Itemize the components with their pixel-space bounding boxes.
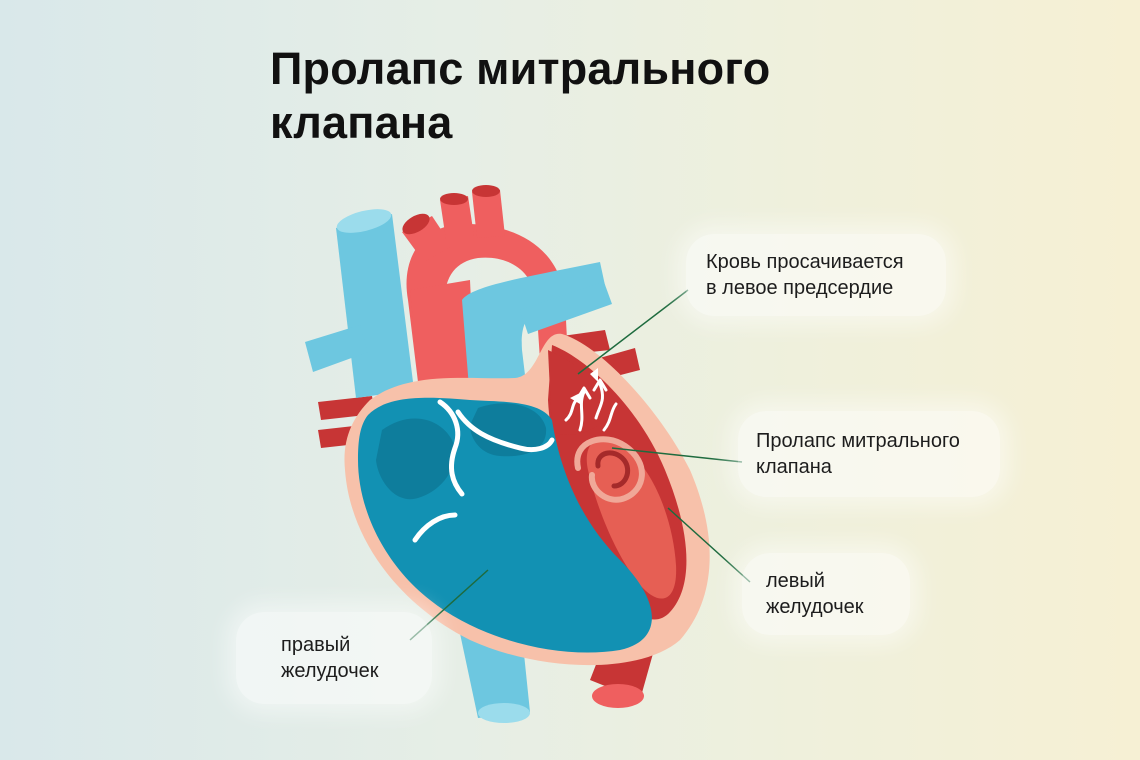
left-brachiocephalic-vein: [305, 325, 368, 372]
mitral-valve-inner: [595, 450, 631, 489]
page-title: Пролапс митрального клапана: [270, 42, 890, 150]
right-ventricle-shade: [376, 418, 455, 500]
left-ventricle-inner: [586, 440, 677, 599]
callout-left-ventricle-line-2: желудочек: [766, 596, 864, 618]
leader-line-left-ventricle: [667, 507, 751, 583]
leak-arrow-right: [590, 368, 598, 382]
callout-blood-leak: Кровь просачивается в левое предсердие: [686, 234, 946, 316]
right-atrium-shade: [470, 403, 547, 457]
inferior-vena-cava-end: [478, 703, 530, 723]
aortic-branch-3: [472, 190, 505, 238]
callout-right-ventricle-line-1: правый: [281, 634, 351, 656]
pulmonary-artery-branch: [520, 282, 612, 334]
aortic-branch-3-end: [472, 185, 500, 197]
leader-line-prolapse: [611, 447, 743, 463]
callout-prolapse-line-2: клапана: [756, 456, 832, 478]
tricuspid-chordae: [412, 399, 555, 543]
aorta-body: [410, 280, 475, 392]
callout-right-ventricle-line-2: желудочек: [281, 660, 379, 682]
callout-blood-leak-line-1: Кровь просачивается: [706, 251, 904, 273]
callout-left-ventricle-line-1: левый: [766, 570, 825, 592]
leak-arrow-left: [570, 392, 582, 404]
aortic-branch-2-end: [440, 193, 468, 205]
callout-mitral-prolapse: Пролапс митрального клапана: [738, 411, 1000, 497]
superior-vena-cava: [336, 214, 414, 398]
title-line-2: клапана: [270, 97, 453, 148]
callout-prolapse-line-1: Пролапс митрального: [756, 430, 960, 452]
callout-blood-leak-line-2: в левое предсердие: [706, 277, 894, 299]
leader-line-blood: [577, 289, 689, 375]
superior-vena-cava-end: [336, 209, 392, 233]
callout-right-ventricle: правый желудочек: [236, 612, 432, 704]
descending-aorta-end: [592, 684, 644, 708]
aortic-branch-2: [440, 196, 474, 240]
mitral-valve-prolapse: [574, 436, 645, 503]
callout-left-ventricle: левый желудочек: [742, 553, 910, 635]
aortic-branch-1-end: [402, 213, 430, 235]
title-line-1: Пролапс митрального: [270, 43, 771, 94]
